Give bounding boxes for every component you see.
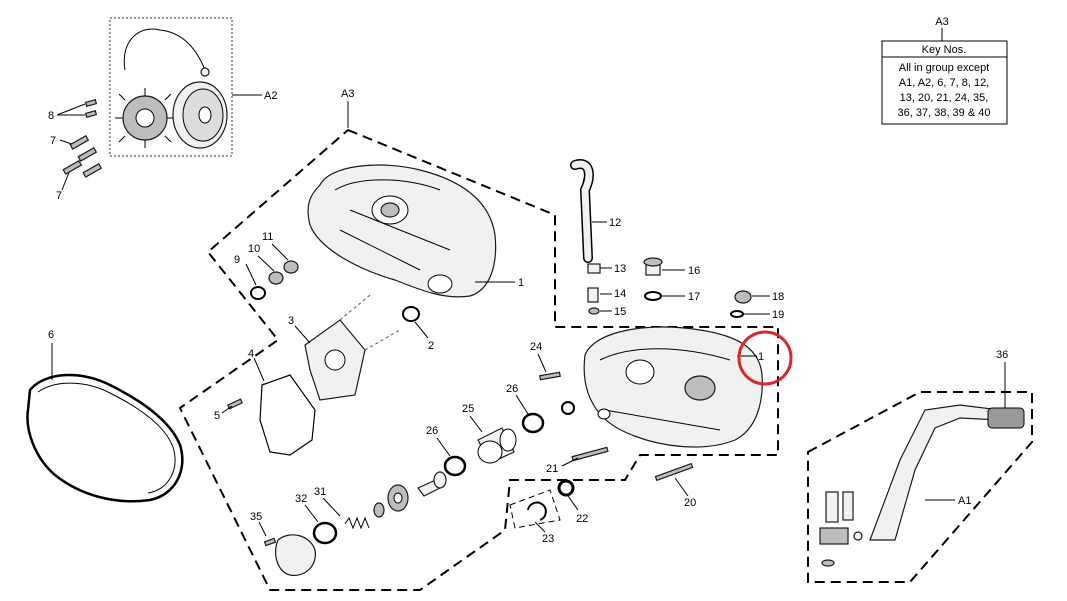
callout-4: 4 [248, 348, 254, 360]
callout-9: 9 [234, 254, 240, 266]
fittings-13-14-15: 13 14 15 [587, 263, 626, 318]
callout-19: 19 [772, 309, 784, 321]
keybox-line: 13, 20, 21, 24, 35, [900, 92, 989, 104]
snap-ring-23: 23 [509, 489, 561, 545]
label-a3: A3 [341, 88, 354, 100]
callout-31: 31 [314, 486, 326, 498]
seal-2: 2 [402, 306, 434, 352]
bolt-24: 24 [530, 341, 561, 381]
group-a1: 36 A1 [807, 349, 1033, 583]
callout-18: 18 [772, 291, 784, 303]
callout-2: 2 [428, 340, 434, 352]
callout-16: 16 [688, 265, 700, 277]
callout-13: 13 [614, 263, 626, 275]
callout-1-highlighted: 1 [758, 351, 764, 363]
callout-25: 25 [462, 403, 474, 415]
primary-cover-outer: 1 [583, 326, 764, 448]
gasket-3: 3 [288, 294, 401, 401]
key-numbers-box: A3 Key Nos. All in group except A1, A2, … [881, 16, 1008, 125]
plug-18-seal-19: 18 19 [730, 290, 784, 321]
callout-26: 26 [506, 383, 518, 395]
rotor [172, 81, 228, 149]
keybox-group-label: A3 [935, 16, 948, 28]
highlight-circle [737, 330, 793, 386]
stator [115, 88, 175, 148]
sleeve-25: 25 [462, 403, 517, 464]
seal-26-upper: 26 [506, 383, 575, 434]
callout-17: 17 [688, 291, 700, 303]
shaft-21: 21 [546, 446, 609, 475]
primary-cover-inner: 1 [307, 164, 524, 298]
label-a2: A2 [264, 90, 277, 102]
label-a1: A1 [958, 495, 971, 507]
keybox-line: All in group except [899, 62, 990, 74]
spring-31: 31 [314, 486, 370, 530]
keybox-line: 36, 37, 38, 39 & 40 [898, 107, 991, 119]
callout-36: 36 [996, 349, 1008, 361]
callout-32: 32 [295, 493, 307, 505]
hose-12: 12 [570, 159, 621, 263]
callout-12: 12 [609, 217, 621, 229]
gasket-6: 6 [26, 329, 184, 503]
callout-3: 3 [288, 315, 294, 327]
screws-7: 7 7 [50, 134, 103, 202]
callout-21: 21 [546, 463, 558, 475]
seal-26-lower: 26 [426, 425, 467, 477]
callout-35: 35 [250, 511, 262, 523]
callout-7: 7 [50, 135, 56, 147]
callout-24: 24 [530, 341, 542, 353]
callout-23: 23 [542, 533, 554, 545]
callout-7: 7 [56, 190, 62, 202]
callout-15: 15 [614, 306, 626, 318]
callout-6: 6 [48, 329, 54, 341]
rod-20: 20 [654, 462, 696, 509]
keybox-header: Key Nos. [922, 44, 967, 56]
seals-9-10-11: 9 10 11 [234, 231, 299, 300]
callout-22: 22 [576, 513, 588, 525]
plug-16-seal-17: 16 17 [643, 257, 700, 303]
callout-11: 11 [262, 231, 273, 243]
seal-32: 32 [295, 493, 338, 545]
screws-8: 8 [48, 99, 98, 122]
callout-14: 14 [614, 288, 626, 300]
cap-35: 35 [250, 511, 317, 577]
screw-5: 5 [214, 398, 243, 422]
group-a3-outline: A3 [178, 88, 779, 591]
callout-1: 1 [518, 277, 524, 289]
seal-22: 22 [557, 479, 588, 525]
keybox-line: A1, A2, 6, 7, 8, 12, [899, 77, 990, 89]
callout-10: 10 [248, 243, 260, 255]
callout-26: 26 [426, 425, 438, 437]
gasket-4: 4 [248, 348, 316, 456]
callout-5: 5 [214, 410, 220, 422]
group-a2: A2 [109, 17, 277, 157]
callout-8: 8 [48, 110, 54, 122]
callout-20: 20 [684, 497, 696, 509]
adjuster-assembly [373, 471, 447, 518]
